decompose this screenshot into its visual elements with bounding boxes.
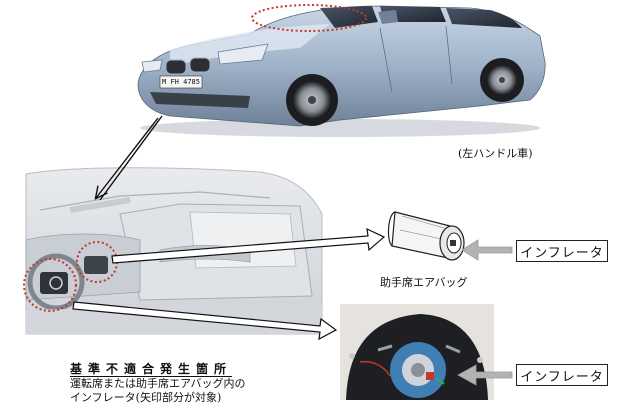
car-photo	[120, 0, 546, 140]
arrow-car-to-interior	[96, 117, 159, 198]
section-line-1: 運転席または助手席エアバッグ内の	[70, 377, 246, 390]
inflator-label-top: インフレータ	[516, 240, 608, 262]
section-heading: 基準不適合発生箇所	[70, 362, 233, 376]
highlight-ellipse-hood	[251, 4, 367, 32]
arrow-driver-to-photo	[72, 301, 338, 341]
passenger-airbag-module	[387, 211, 465, 261]
driver-airbag-photo	[340, 304, 494, 400]
inflator-label-bottom: インフレータ	[516, 364, 608, 386]
gray-arrow-bottom	[457, 364, 513, 386]
section-line-2: インフレータ(矢印部分が対象)	[70, 391, 222, 404]
airbag-caption: 助手席エアバッグ	[380, 276, 468, 289]
car-caption: (左ハンドル車)	[458, 147, 533, 160]
highlight-circle-driver	[23, 258, 77, 312]
arrow-passenger-to-module	[111, 227, 386, 264]
license-plate-text: M FH 4785	[162, 78, 200, 86]
gray-arrow-top	[461, 239, 513, 261]
